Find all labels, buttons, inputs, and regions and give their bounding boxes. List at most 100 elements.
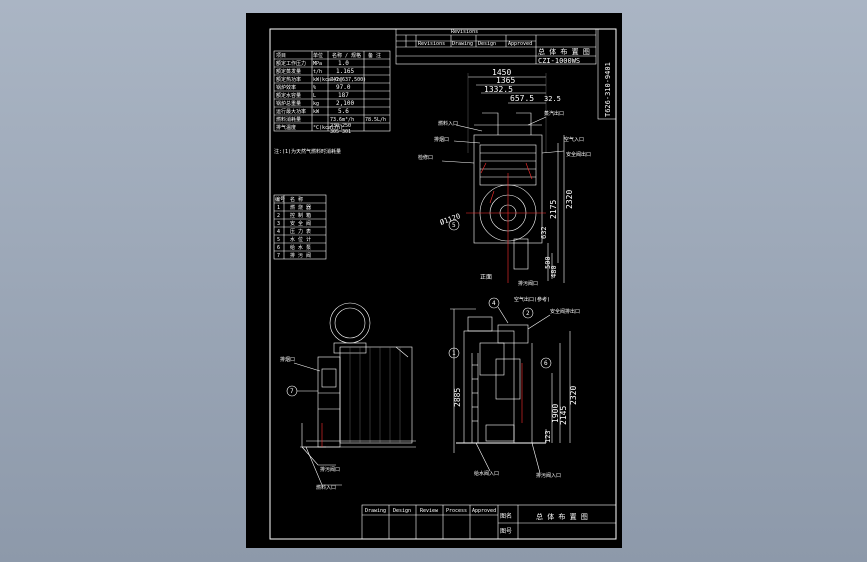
boiler-top-view: 1450 1365 1332.5 657.5 32.5 2320 2175 63… [418,68,591,287]
legend-name: 给 水 泵 [290,244,311,251]
dim-2320-front: 2320 [569,386,578,405]
label-inspection: 检修口 [418,154,433,161]
spec-header-name: 名称 / 规格 [332,52,361,59]
spec-value: 1.0 [338,60,349,67]
balloon-5-top [448,219,460,231]
balloon-1-label: 1 [452,350,456,357]
dim-1332-5: 1332.5 [484,85,513,94]
legend-header-name: 名 称 [290,196,303,203]
spec-header-note: 备 注 [368,52,381,59]
spec-label: 额定热功率 [276,76,301,83]
spec-value: 742(637,500) [330,77,366,83]
spec-footnote: 注:(1)为天然气燃料时消耗量 [274,148,341,155]
legend-no: 7 [277,253,280,259]
header-col-2: Drawing [452,41,473,47]
label-front: 正面 [480,274,492,281]
label-safety-valve-outlet: 安全阀出口 [566,151,591,158]
spec-label: 燃料消耗量 [276,116,301,123]
dim-32-5: 32.5 [544,95,561,103]
header-col-4: Approved [508,41,532,47]
spec-value: 73.6m³/h [330,117,354,123]
revisions-header: Revisions [451,29,478,35]
label-exhaust-side: 排烟口 [280,356,295,363]
balloon-2-label: 2 [526,310,530,317]
legend-no: 2 [277,213,280,219]
label-exhaust: 排烟口 [434,136,449,143]
spec-label: 锅炉总重量 [276,100,301,107]
boiler-side-view: 7 排烟口 排污阀口 燃料入口 [280,302,416,491]
header-col-1: Revisions [418,41,445,47]
bar-process: Process [446,508,467,514]
spec-unit: °C(kcal/h) [313,125,343,131]
spec-value: 230~250 [330,123,351,129]
bar-field-name: 图名 [500,512,512,520]
spec-value: 97.0 [336,84,351,91]
dim-123: 123 [544,430,552,443]
legend-name: 燃 烧 器 [290,204,311,211]
drawing-number: T626-310-9401 [604,62,612,117]
dim-632: 632 [540,226,548,239]
header-col-3: Design [478,41,496,47]
legend-no: 3 [277,221,280,227]
dim-480: 480 [550,265,558,278]
dim-1365: 1365 [496,76,515,85]
spec-label: 运行最大功率 [276,108,306,115]
drawing-title-top: 总 体 布 置 图 [538,47,590,56]
cad-drawing: Revisions Revisions Drawing Design Appro… [269,28,617,540]
boiler-front-view: 2885 2320 2145 1900 123 1 4 2 6 空气出口(参考)… [448,296,580,479]
legend-table: 编号 名 称 1 燃 烧 器 2 控 制 箱 3 安 全 阀 4 压 力 表 5… [273,194,327,260]
bar-review: Review [420,508,439,514]
balloon-4-label: 4 [492,300,496,307]
legend-no: 1 [277,205,280,211]
drawing-border [269,28,617,540]
spec-unit: kW [313,109,320,115]
spec-header-unit: 单位 [313,52,323,59]
drawing-sheet: Revisions Revisions Drawing Design Appro… [246,13,622,548]
spec-value: 2,100 [336,100,354,107]
dim-1450: 1450 [492,68,511,77]
legend-name: 排 污 阀 [290,252,311,259]
spec-unit: L [313,93,316,99]
model-number: CZI-1000WS [538,57,580,65]
legend-name: 水 位 计 [290,236,311,243]
dim-500: 500 [544,256,552,269]
title-block: Revisions Revisions Drawing Design Appro… [395,28,617,120]
spec-label: 额定蒸发量 [276,68,301,75]
spec-value: 1.165 [336,68,354,75]
bar-drawing-title: 总 体 布 置 图 [536,512,588,521]
spec-label: 额定工作压力 [276,60,306,67]
spec-header-item: 项目 [276,53,286,59]
bar-drawing: Drawing [365,508,386,514]
legend-name: 压 力 表 [290,228,311,235]
balloon-7-label: 7 [290,388,294,395]
spec-unit: % [313,85,316,91]
spec-note: 78.5L/h [365,117,386,123]
balloon-5-label: 5 [452,222,456,229]
legend-no: 5 [277,237,280,243]
label-steam-outlet: 蒸汽出口 [544,110,564,117]
label-fuel-inlet: 燃料入口 [438,120,458,127]
legend-name: 安 全 阀 [290,220,311,227]
label-feedwater-inlet: 给水阀入口 [474,470,499,477]
dim-2320: 2320 [565,190,574,209]
dim-657-5: 657.5 [510,94,534,103]
spec-value: 187 [338,92,349,99]
label-fuel-inlet-side: 燃料入口 [316,484,336,491]
label-air-outlet-ref: 空气出口(参考) [514,296,550,303]
legend-no: 6 [277,245,280,251]
legend-header-no: 编号 [275,196,285,203]
dim-2175: 2175 [549,200,558,219]
bar-field-number: 图号 [500,528,512,535]
dim-diameter-1120: Ø1120 [439,212,462,227]
spec-unit: t/h [313,69,322,75]
spec-unit: MPa [313,61,322,67]
dim-2885: 2885 [453,388,462,407]
balloon-6 [540,357,552,369]
spec-label: 锅炉效率 [276,84,296,91]
label-blowdown-side: 排污阀口 [320,466,340,473]
spec-label: 排气温度 [276,124,296,131]
spec-value: 305~301 [330,129,351,135]
balloon-2 [522,307,534,319]
spec-unit: kg [313,101,319,107]
spec-table: 项目 单位 名称 / 规格 备 注 额定工作压力 MPa 1.0 额定蒸发量 t… [273,50,391,155]
